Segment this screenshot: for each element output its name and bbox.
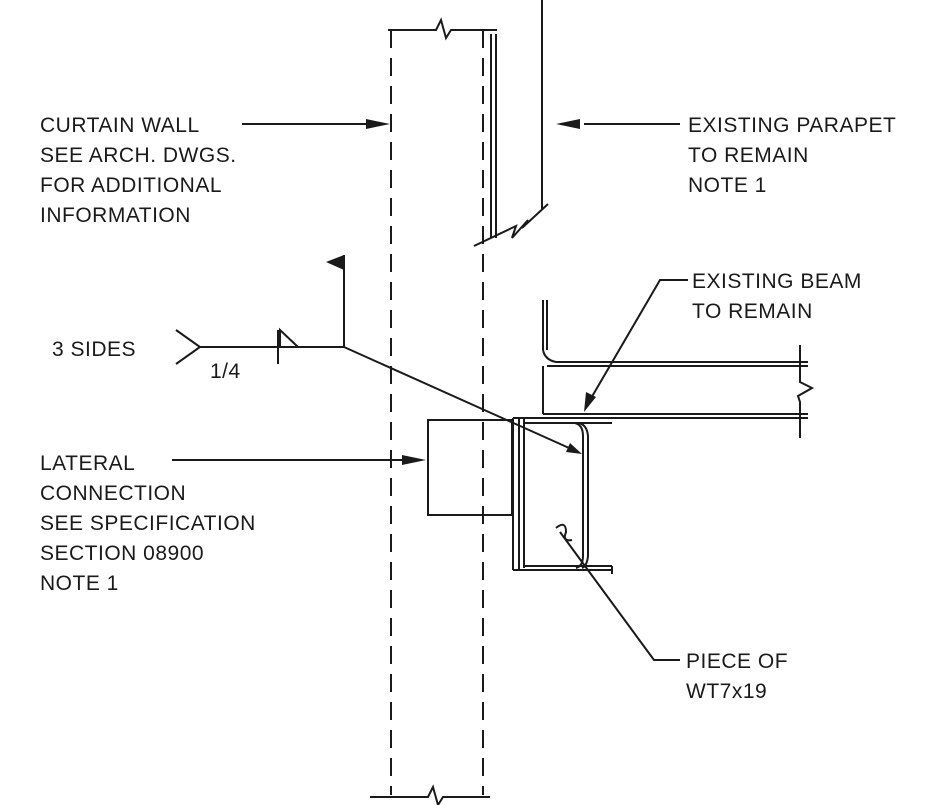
existing-beam-line-1: EXISTING BEAM (692, 270, 862, 293)
leaders (172, 119, 688, 661)
weld-symbol (175, 255, 582, 454)
field-weld-flag (326, 255, 344, 270)
curtain-wall-line-4: INFORMATION (40, 204, 191, 227)
curtain-wall-line-3: FOR ADDITIONAL (40, 174, 222, 197)
wt-piece (512, 417, 613, 574)
label-lateral-connection: LATERAL CONNECTION SEE SPECIFICATION SEC… (40, 452, 256, 595)
label-weld: 3 SIDES 1/4 (52, 338, 241, 383)
beam-break (796, 345, 815, 438)
curtain-wall-line-2: SEE ARCH. DWGS. (40, 144, 237, 167)
curtain-wall-line-1: CURTAIN WALL (40, 114, 200, 137)
weld-size-text: 1/4 (210, 360, 241, 383)
parapet-break (473, 203, 549, 247)
piece-of-line-1: PIECE OF (686, 650, 788, 673)
lateral-connection-line-3: SEE SPECIFICATION (40, 512, 256, 535)
existing-parapet-line-1: EXISTING PARAPET (688, 114, 896, 137)
label-existing-parapet: EXISTING PARAPET TO REMAIN NOTE 1 (688, 114, 896, 197)
lateral-connection-line-2: CONNECTION (40, 482, 186, 505)
curtain-wall (370, 17, 497, 805)
label-piece-of: PIECE OF WT7x19 (686, 650, 788, 703)
existing-parapet-line-3: NOTE 1 (688, 174, 767, 197)
existing-parapet (473, 0, 549, 247)
piece-of-line-2: WT7x19 (686, 680, 767, 703)
existing-beam-line-2: TO REMAIN (692, 300, 813, 323)
lateral-connection-line-1: LATERAL (40, 452, 135, 475)
curtain-wall-top-break (388, 17, 497, 41)
lateral-connection-plate (427, 419, 513, 516)
label-existing-beam: EXISTING BEAM TO REMAIN (692, 270, 862, 323)
weld-sides-text: 3 SIDES (52, 338, 136, 361)
lateral-connection-line-4: SECTION 08900 (40, 542, 204, 565)
lateral-connection-line-5: NOTE 1 (40, 572, 119, 595)
curtain-wall-bottom-break (370, 784, 490, 805)
existing-parapet-line-2: TO REMAIN (688, 144, 809, 167)
label-curtain-wall: CURTAIN WALL SEE ARCH. DWGS. FOR ADDITIO… (40, 114, 237, 227)
